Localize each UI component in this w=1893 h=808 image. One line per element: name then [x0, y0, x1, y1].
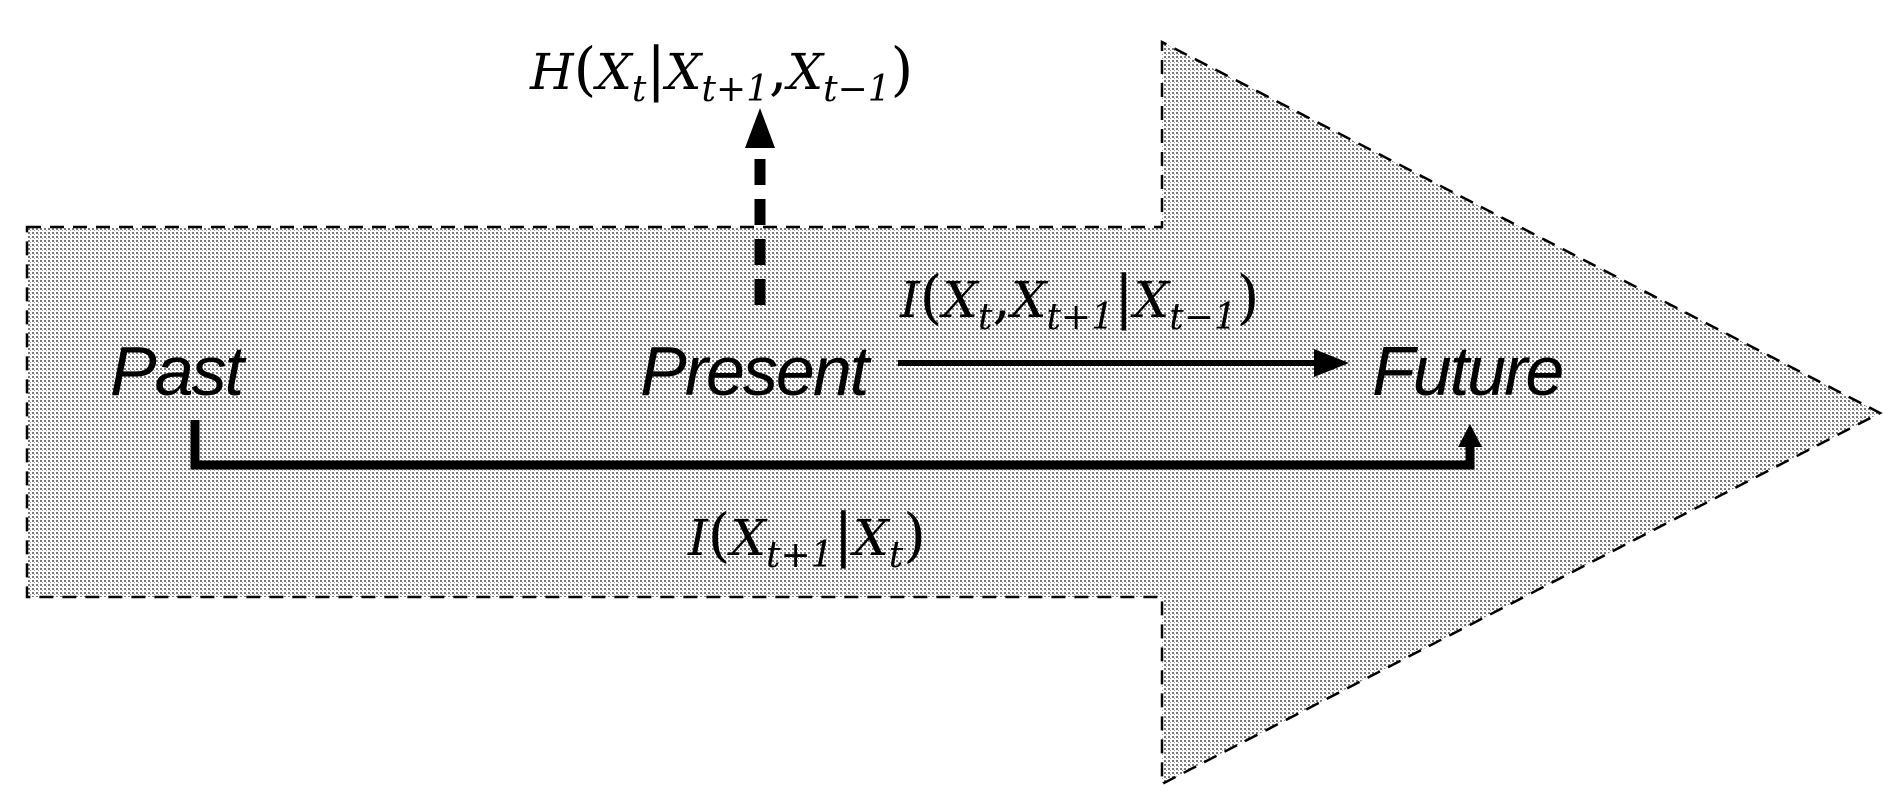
- conditional-mutual-information-formula: I(Xt,Xt+1|Xt−1): [900, 263, 1260, 338]
- present-label: Present: [640, 332, 869, 410]
- conditional-entropy-formula: H(Xt|Xt+1,Xt−1): [530, 35, 914, 110]
- present-to-entropy-arrowhead: [745, 108, 775, 148]
- past-label: Past: [110, 332, 244, 410]
- time-arrow-shape: [25, 39, 1883, 787]
- past-to-future-arrowhead: [1458, 424, 1482, 447]
- past-future-information-formula: I(Xt+1|Xt): [688, 501, 926, 576]
- future-label: Future: [1372, 332, 1564, 410]
- past-to-future-arrow: [190, 420, 1475, 470]
- present-to-future-arrowhead: [1314, 349, 1349, 377]
